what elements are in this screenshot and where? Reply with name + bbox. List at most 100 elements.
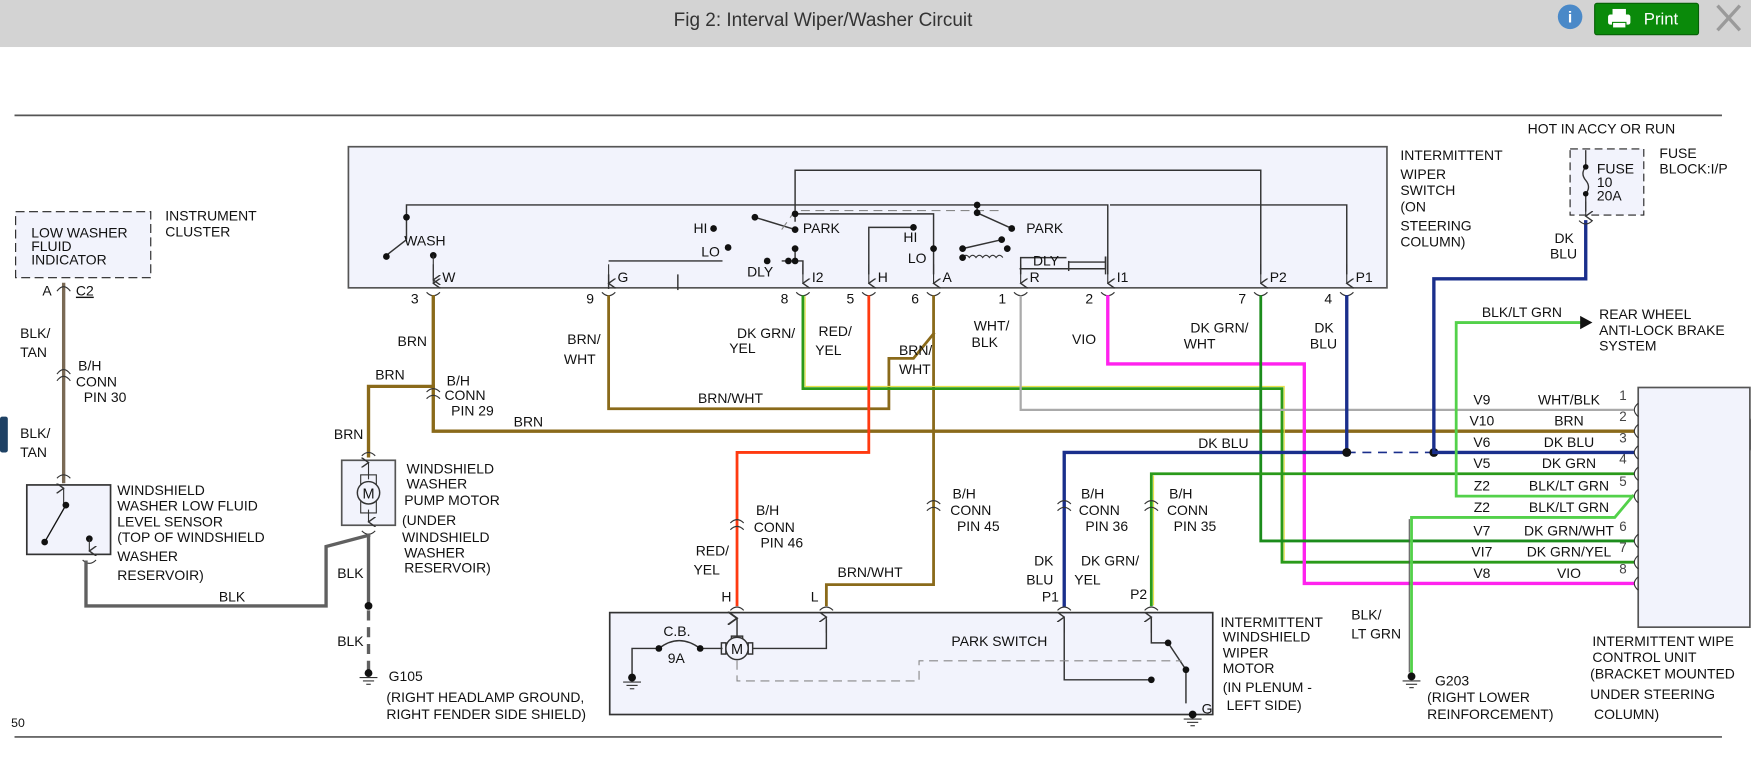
control-pin-circuit: V10: [1469, 413, 1494, 429]
switch-internals: [385, 169, 1348, 291]
wire-label-dk-blu-h: DK BLU: [1198, 435, 1248, 451]
control-pin-circuit: Z2: [1474, 478, 1491, 494]
wire-label-brn-a: BRN: [398, 333, 427, 349]
hot-in-label: HOT IN ACCY OR RUN: [1528, 120, 1676, 136]
wire-blk-sensor: [84, 533, 371, 608]
wire-label-blk-tan-1: BLK/TAN: [20, 325, 50, 360]
wire-label-blk: BLK: [219, 588, 246, 604]
connector: [1633, 533, 1639, 549]
wire-blk-lt-grn-abs: [1454, 321, 1635, 498]
connector: [1633, 466, 1639, 481]
low-washer-indicator-box: [15, 211, 152, 279]
page-fragment: 50: [11, 716, 25, 730]
connector: [601, 291, 616, 297]
control-pin-color: WHT/BLK: [1538, 391, 1601, 407]
control-pin-color: DK GRN/YEL: [1527, 544, 1612, 560]
connector: [1633, 555, 1639, 570]
close-icon: [1716, 4, 1742, 32]
wire-brn-pump: [366, 384, 435, 458]
terminal-pin-9: 9: [586, 290, 594, 306]
wire-wht-blk-1: [1019, 295, 1634, 412]
print-label: Print: [1644, 10, 1679, 29]
wiper-motor-box: [608, 611, 1214, 716]
terminal-pin-2: 2: [1085, 290, 1093, 306]
control-pin-number: 8: [1619, 561, 1626, 576]
wire-label-brn-d: BRN: [334, 426, 363, 442]
terminal-pin-6: 6: [911, 290, 919, 306]
terminal-pin-4: 4: [1324, 290, 1332, 306]
fuse-box: [1569, 148, 1645, 216]
window-title: Fig 2: Interval Wiper/Washer Circuit: [674, 10, 973, 31]
info-button[interactable]: i: [1557, 4, 1583, 30]
control-pin-color: BLK/LT GRN: [1529, 499, 1609, 515]
terminal-label-g: G: [618, 269, 629, 285]
cluster-pin-a: A: [42, 283, 52, 299]
info-icon: [1557, 4, 1583, 30]
terminal-pin-7: 7: [1238, 290, 1246, 306]
control-pin-circuit: Z2: [1474, 499, 1491, 515]
low-fluid-sensor-box: [25, 484, 112, 556]
wire-label-red-yel-motor: RED/YEL: [693, 542, 729, 577]
wiper-switch-box: [347, 145, 1388, 289]
control-pin-number: 2: [1619, 409, 1626, 424]
close-button[interactable]: [1716, 4, 1742, 32]
prev-button[interactable]: [0, 416, 8, 453]
ground-g203-label: G203: [1435, 672, 1469, 688]
terminal-label-h: H: [878, 269, 888, 285]
wire-label-blk-pump-2: BLK: [337, 633, 364, 649]
control-pin-circuit: V5: [1473, 455, 1490, 471]
control-pin-color: DK BLU: [1544, 434, 1594, 450]
control-pin-color: BRN: [1554, 413, 1583, 429]
terminal-label-r: R: [1030, 269, 1040, 285]
control-pin-number: 3: [1619, 430, 1626, 445]
control-pin-color: DK GRN/WHT: [1524, 522, 1614, 538]
wire-label-blk-pump-1: BLK: [337, 565, 364, 581]
print-button[interactable]: Print: [1594, 2, 1700, 36]
cb-rating: 9A: [668, 650, 686, 666]
control-pin-color: VIO: [1557, 565, 1581, 581]
wire-dk-blu-fuse: [1432, 220, 1635, 455]
wire-dk-grn-motor: [1149, 472, 1635, 607]
pump-motor-symbol: [356, 480, 381, 505]
connector: [795, 291, 811, 297]
terminal-label-a: A: [943, 269, 953, 285]
switch-park-label-2: PARK: [1026, 220, 1064, 236]
control-pin-circuit: VI7: [1471, 544, 1492, 560]
wire-dk-blu-motor: [1062, 450, 1349, 607]
wire-label-dk-grn-yel-8: DK GRN/YEL: [729, 325, 795, 356]
wire-label-brn-wht-h: BRN/WHT: [698, 390, 764, 406]
switch-lo-label-1: LO: [701, 243, 720, 259]
wire-label-blk-lt-grn-g203: BLK/LT GRN: [1351, 606, 1401, 641]
wire-label-red-yel-5: RED/YEL: [815, 323, 852, 358]
connector: [1633, 576, 1639, 591]
wire-brn-wht-9: [607, 295, 936, 411]
wire-red-yel-5: [735, 295, 871, 607]
ground-motor-icon: [623, 673, 641, 690]
ground-g105-desc: (RIGHT HEADLAMP GROUND,RIGHT FENDER SIDE…: [386, 689, 586, 722]
connector: [926, 291, 941, 297]
wire-brn-wht-6: [824, 295, 935, 607]
ground-g-icon: [1183, 710, 1202, 727]
ground-g105-icon: [359, 669, 378, 685]
motor-term-h: H: [721, 588, 731, 604]
terminal-label-i2: I2: [812, 269, 824, 285]
sensor-switch: [44, 504, 67, 543]
svg-text:i: i: [1568, 9, 1572, 26]
control-pin-circuit: V7: [1473, 522, 1490, 538]
control-pin-circuit: V9: [1473, 391, 1490, 407]
